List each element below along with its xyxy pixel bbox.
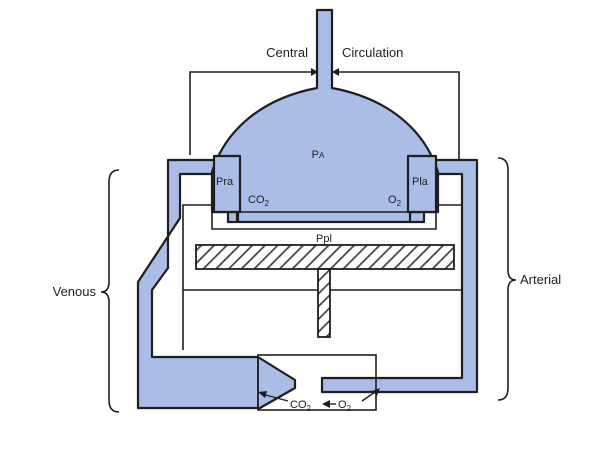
central-loop-right [338, 71, 460, 160]
o2-to-co2-arrowhead [322, 400, 330, 408]
alveolar-pressure-label: PA [312, 149, 325, 161]
right-atrium [212, 154, 242, 214]
alveolar-o2-label: O2 [388, 194, 402, 208]
venous-label: Venous [53, 284, 97, 299]
central-loop-left [189, 71, 311, 155]
arterial-brace [497, 157, 517, 401]
diaphragm-piston [195, 244, 455, 270]
central-label: Central [266, 45, 308, 60]
venous-compartment [136, 158, 297, 410]
arrow-into-trachea-left [311, 68, 318, 76]
venous-brace [100, 169, 120, 413]
tissue-o2-label: O2 [338, 399, 352, 413]
co2-out-arrow [261, 393, 289, 402]
alveolar-co2-label: CO2 [248, 194, 270, 208]
pleural-pressure-label: Ppl [316, 233, 332, 245]
circulation-label: Circulation [342, 45, 403, 60]
o2-in-arrowhead [372, 388, 380, 396]
arrow-into-trachea-right [332, 68, 339, 76]
arterial-compartment [320, 158, 479, 394]
tissue-co2-label: CO2 [290, 399, 312, 413]
right-atrial-pressure-label: Pra [216, 176, 234, 188]
left-atrial-pressure-label: Pla [412, 176, 429, 188]
left-atrium [406, 154, 438, 214]
arterial-label: Arterial [520, 272, 561, 287]
piston-rod [317, 268, 331, 338]
alveolar-dome [210, 8, 440, 224]
co2-out-arrowhead [258, 391, 267, 398]
